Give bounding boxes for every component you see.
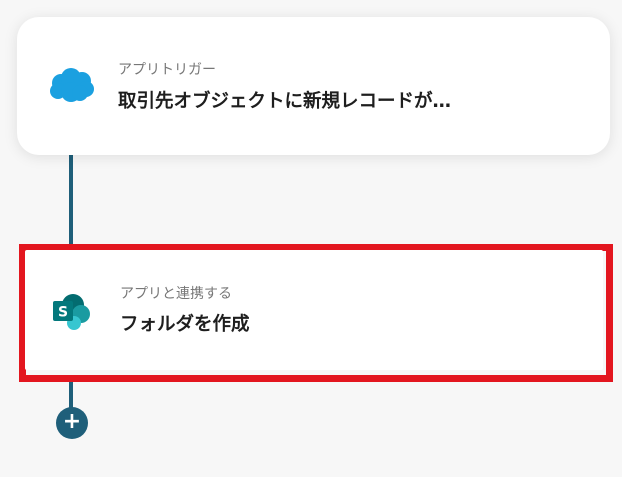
step-title: 取引先オブジェクトに新規レコードが… — [118, 91, 452, 112]
action-step-card[interactable]: S アプリと連携する フォルダを作成 — [25, 250, 603, 370]
trigger-step-card[interactable]: アプリトリガー 取引先オブジェクトに新規レコードが… — [17, 17, 610, 155]
plus-icon: + — [62, 409, 82, 434]
selection-highlight-frame — [19, 244, 613, 382]
step-type-label: アプリと連携する — [120, 286, 232, 302]
sharepoint-icon: S — [51, 292, 91, 332]
step-title: フォルダを作成 — [120, 314, 250, 335]
flow-connector-line — [69, 152, 73, 244]
salesforce-cloud-icon — [49, 67, 95, 103]
step-type-label: アプリトリガー — [118, 62, 216, 78]
add-step-button[interactable]: + — [56, 407, 88, 439]
svg-text:S: S — [58, 305, 68, 321]
flow-connector-line — [69, 378, 73, 410]
